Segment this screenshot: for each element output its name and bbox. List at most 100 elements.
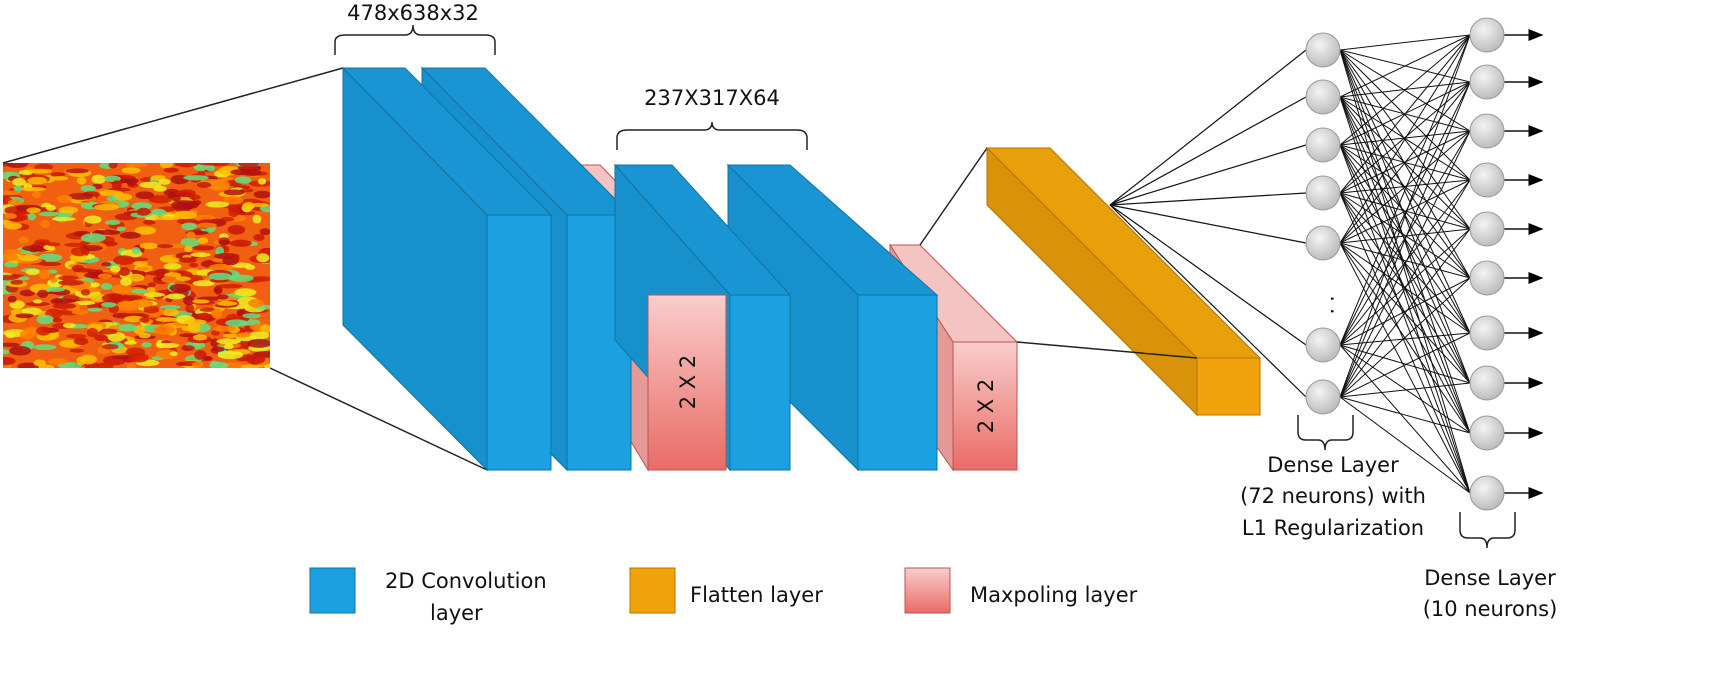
- spectrogram-blob: [4, 213, 17, 220]
- spectrogram-blob: [139, 242, 159, 250]
- spectrogram-blob: [4, 249, 23, 254]
- spectrogram-blob: [52, 303, 77, 310]
- dense1-label-line2: (72 neurons) with: [1240, 484, 1426, 508]
- spectrogram-blob: [100, 283, 113, 290]
- spectrogram-blob: [248, 299, 264, 308]
- neuron-ellipsis: . .: [1326, 295, 1350, 314]
- spectrogram-blob: [196, 181, 212, 188]
- dense-connection: [1339, 49, 1471, 434]
- spectrogram-blob: [135, 191, 155, 200]
- spectrogram-blob: [97, 190, 124, 197]
- spectrogram-blob: [197, 222, 217, 229]
- spectrogram-blob: [257, 178, 267, 185]
- spectrogram-blob: [17, 362, 40, 368]
- spectrogram-blob: [181, 325, 193, 331]
- legend-flatten-label: Flatten layer: [690, 583, 823, 607]
- conv2-dims-label: 237X317X64: [644, 86, 780, 110]
- spectrogram-blob: [126, 179, 137, 187]
- spectrogram-blob: [47, 242, 61, 247]
- spectrogram-blob: [38, 211, 59, 217]
- spectrogram-blob: [80, 233, 106, 243]
- spectrogram-blob: [236, 332, 251, 338]
- spectrogram-blob: [120, 277, 132, 286]
- spectrogram-blob: [131, 202, 152, 211]
- spectrogram-blob: [155, 317, 178, 322]
- spectrogram-blob: [217, 350, 244, 360]
- spectrogram-blob: [49, 276, 58, 283]
- spectrogram-blob: [187, 323, 201, 333]
- spectrogram-blob: [193, 163, 208, 172]
- spectrogram-blob: [58, 279, 84, 286]
- dense2-neuron: [1469, 475, 1505, 511]
- spectrogram-blob: [190, 252, 211, 258]
- spectrogram-blob: [116, 226, 126, 232]
- spectrogram-blob: [101, 262, 112, 267]
- spectrogram-blob: [33, 359, 46, 367]
- spectrogram-blob: [242, 313, 261, 319]
- spectrogram-blob: [185, 304, 195, 313]
- spectrogram-blob: [197, 237, 209, 245]
- dense-connection: [1339, 179, 1471, 244]
- spectrogram-blob: [94, 204, 120, 211]
- spectrogram-blob: [139, 317, 150, 323]
- spectrogram-blob: [71, 309, 89, 315]
- spectrogram-blob: [206, 164, 215, 172]
- projection-line: [919, 147, 988, 246]
- spectrogram-blob: [87, 307, 103, 312]
- spectrogram-blob: [208, 263, 233, 272]
- spectrogram-blob: [25, 301, 50, 307]
- spectrogram-blob: [65, 168, 89, 174]
- spectrogram-blob: [126, 363, 137, 368]
- spectrogram-blob: [166, 293, 186, 300]
- spectrogram-blob: [57, 275, 79, 281]
- spectrogram-blob: [223, 189, 245, 196]
- spectrogram-blob: [18, 254, 40, 262]
- spectrogram-blob: [197, 163, 224, 166]
- spectrogram-blob: [111, 180, 122, 190]
- dense-connection: [1339, 34, 1471, 244]
- spectrogram-blob: [212, 325, 236, 332]
- spectrogram-blob: [234, 176, 252, 184]
- spectrogram-blob: [216, 294, 229, 300]
- spectrogram-blob: [154, 216, 180, 221]
- spectrogram-blob: [9, 346, 32, 356]
- spectrogram-blob: [234, 288, 257, 297]
- spectrogram-blob: [95, 362, 114, 368]
- flatten-connection: [1109, 49, 1307, 206]
- spectrogram-blob: [70, 247, 88, 257]
- dense-connection: [1339, 277, 1471, 346]
- spectrogram-blob: [151, 208, 167, 217]
- spectrogram-blob: [38, 261, 62, 267]
- spectrogram-blob: [108, 163, 118, 169]
- spectrogram-blob: [163, 263, 182, 270]
- spectrogram-blob: [97, 273, 113, 280]
- spectrogram-blob: [67, 192, 94, 200]
- spectrogram-blob: [175, 276, 192, 281]
- dense1-label-line1: Dense Layer: [1267, 453, 1399, 477]
- dense-connection: [1339, 228, 1471, 244]
- dense1-neuron: [1305, 225, 1341, 261]
- spectrogram-blob: [208, 272, 233, 281]
- spectrogram-blob: [46, 286, 65, 293]
- dense-connection: [1339, 81, 1471, 346]
- spectrogram-blob: [15, 313, 34, 319]
- dense-connection: [1339, 34, 1471, 51]
- spectrogram-blob: [161, 308, 180, 317]
- spectrogram-blob: [238, 163, 260, 168]
- dense-connection: [1339, 130, 1471, 398]
- maxpool-1-front: [647, 294, 727, 471]
- spectrogram-blob: [225, 319, 249, 327]
- brace-dense1: [1297, 415, 1354, 451]
- spectrogram-blob: [37, 289, 49, 298]
- spectrogram-blob: [245, 354, 266, 365]
- flatten-connection: [1109, 204, 1307, 346]
- spectrogram-blob: [58, 206, 79, 214]
- spectrogram-blob: [124, 340, 137, 345]
- spectrogram-blob: [33, 344, 57, 351]
- spectrogram-blob: [127, 273, 145, 282]
- spectrogram-blob: [192, 280, 215, 287]
- spectrogram-blob: [156, 244, 174, 249]
- legend-conv-label-line2: layer: [430, 601, 483, 625]
- spectrogram-blob: [3, 190, 21, 196]
